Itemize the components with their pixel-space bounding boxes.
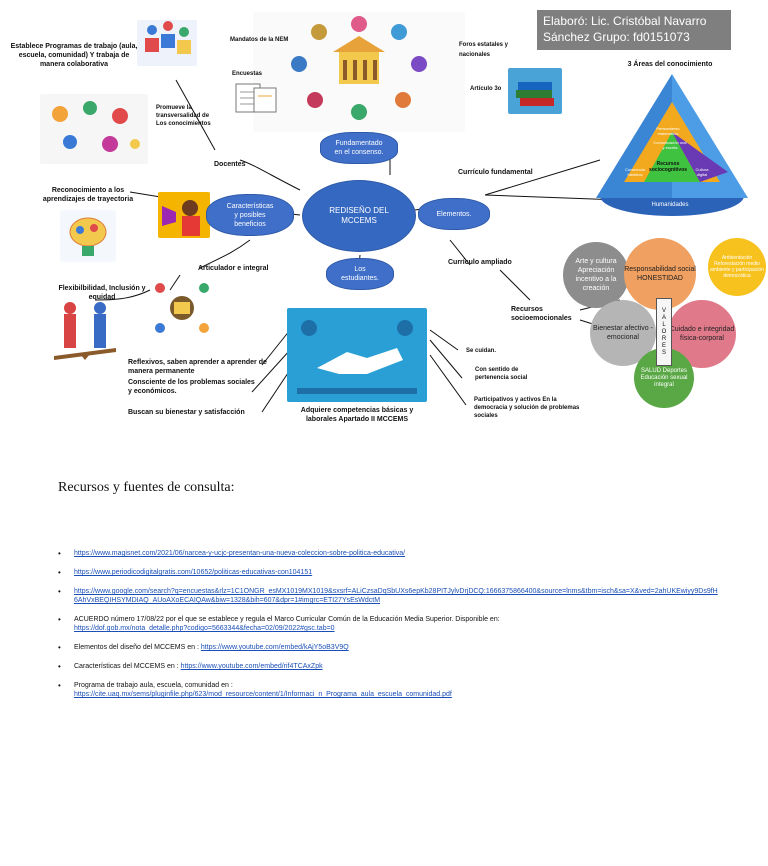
reference-link[interactable]: https://www.magisnet.com/2021/06/narcea-… [74,550,406,557]
label-participativos: Participativos y activos En la democraci… [474,397,580,419]
venn-valores-bar: VALORES [656,298,672,366]
nem-building-illustration [253,12,465,132]
center-title: REDISEÑO DEL MCCEMS [302,180,416,252]
venn-ambiental: Ambientación Reforestación medio ambient… [708,238,766,296]
center-title-text: REDISEÑO DEL MCCEMS [329,206,389,225]
area-recursos-soc: Recursos sociocognitivos [648,161,688,173]
reference-item: https://www.periodicodigitalgratis.com/1… [58,568,718,577]
reference-link[interactable]: https://www.youtube.com/embed/kAjY5oB3V9… [200,644,349,651]
area-conciencia: Conciencia histórica [625,167,645,177]
bubble-fundamentado-text: Fundamentado en el consenso. [334,140,384,156]
teamwork-puzzle-image [137,20,197,66]
people-circle-icon [291,16,427,120]
reference-item: https://www.google.com/search?q=encuesta… [58,587,718,605]
bubble-caracteristicas: Características y posibles beneficios [206,194,294,236]
area-humanidades: Humanidades [651,202,689,208]
label-pertenencia: Con sentido de pertenencia social [475,367,528,381]
reference-item: ACUERDO número 17/08/22 por el que se es… [58,615,718,633]
reference-link[interactable]: https://dof.gob.mx/nota_detalle.php?codi… [74,625,335,632]
reference-link[interactable]: https://www.google.com/search?q=encuesta… [74,588,718,604]
brain-gears-image [60,210,116,262]
reference-link[interactable]: https://www.periodicodigitalgratis.com/1… [74,569,313,576]
bubble-estudiantes-text: Los estudiantes. [341,266,379,282]
credit-line-1: Elaboró: Lic. Cristóbal Navarro [543,14,707,28]
label-establece: Establece Programas de trabajo (aula, es… [10,43,138,68]
megaphone-woman-image [158,192,210,238]
reference-prefix: Programa de trabajo aula, escuela, comun… [74,682,233,689]
reference-item: Programa de trabajo aula, escuela, comun… [58,681,718,699]
refs-list: https://www.magisnet.com/2021/06/narcea-… [58,549,718,709]
reference-item: Características del MCCEMS en : https://… [58,662,718,671]
label-reconocimiento: Reconocimiento a los aprendizajes de tra… [42,187,134,203]
label-flexibilidad: Flexibilbilidad, Inclusión y equidad [58,285,146,301]
reference-prefix: Elementos del diseño del MCCEMS en : [74,644,201,651]
bubble-caracteristicas-text: Características y posibles beneficios [226,202,274,228]
equity-figures-image [44,300,126,362]
competencias-doodle-image [40,94,148,164]
label-promueve: Promueve la transversalidad de Los conoc… [156,105,211,127]
label-curriculo-ampliado: Currículo ampliado [448,259,512,266]
bubble-fundamentado: Fundamentado en el consenso. [320,132,398,164]
label-adquiere: Adquiere competencias básicas y laborale… [300,407,414,423]
label-articulo: Artículo 3o [470,86,502,92]
label-reflexivos: Reflexivos, saben aprender a aprender de… [128,359,267,375]
label-consciente: Consciente de los problemas sociales y e… [128,379,255,395]
bubble-estudiantes: Los estudiantes. [326,258,394,290]
reference-prefix: ACUERDO número 17/08/22 por el que se es… [74,616,500,623]
reference-item: https://www.magisnet.com/2021/06/narcea-… [58,549,718,558]
reference-link[interactable]: https://www.youtube.com/embed/rif4TCAxZp… [180,663,323,670]
reference-link[interactable]: https://cite.uaq.mx/sems/pluginfile.php/… [74,691,452,698]
label-docentes: Docentes [214,161,246,168]
reference-prefix: Características del MCCEMS en : [74,663,181,670]
author-credit: Elaboró: Lic. Cristóbal Navarro Sánchez … [537,10,731,50]
books-image [508,68,562,114]
label-recursos: Recursos socioemocionales [511,306,572,322]
encuestas-clipboard-image [232,80,280,116]
area-cultura: Cultura digital [695,167,709,177]
bubble-elementos-text: Elementos. [436,210,472,218]
label-mandatos: Mandatos de la NEM [230,37,289,43]
label-se-cuidan: Se cuidan. [466,348,497,354]
label-curriculo-fundamental: Currículo fundamental [458,169,533,176]
integral-icons-image [150,276,214,340]
bubble-elementos: Elementos. [418,198,490,230]
reference-item: Elementos del diseño del MCCEMS en : htt… [58,643,718,652]
label-buscan: Buscan su bienestar y satisfacción [128,409,245,416]
refs-title: Recursos y fuentes de consulta: [58,480,235,495]
venn-arte: Arte y cultura Apreciación incentivo a l… [563,242,629,308]
label-encuestas: Encuestas [232,71,263,77]
venn-valores: VALORES [661,307,667,357]
areas-triangle-diagram [588,72,756,222]
label-articulador: Articulador e integral [198,265,269,272]
credit-line-2: Sánchez Grupo: fd0151073 [543,30,690,44]
handshake-competencias-image [287,308,427,402]
area-pensamiento: Pensamiento matemático [656,126,680,136]
label-foros: Foros estatales y nacionales [459,42,509,58]
area-comunicacion: Comunicación oral y escrita [653,140,687,150]
label-areas-title: 3 Áreas del conocimiento [627,61,713,68]
